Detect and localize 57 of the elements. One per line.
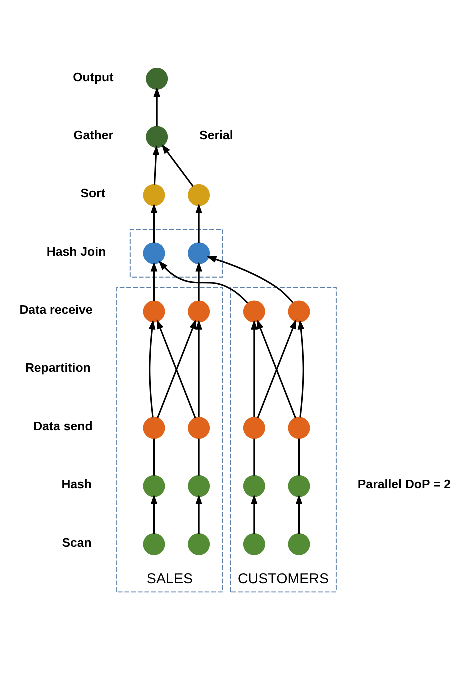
arrow xyxy=(148,319,156,418)
node-circle xyxy=(143,242,166,264)
arrow xyxy=(150,494,158,534)
arrow xyxy=(158,260,248,304)
label: Repartition xyxy=(25,360,91,375)
label: Sort xyxy=(80,186,106,200)
arrow xyxy=(150,203,158,243)
arrow xyxy=(296,494,303,534)
arrow xyxy=(251,494,258,534)
label: Data send xyxy=(34,418,93,433)
node-circle xyxy=(188,416,210,439)
connector xyxy=(254,438,256,476)
cluster: SALES xyxy=(116,286,224,592)
node-circle xyxy=(188,474,210,497)
arrow xyxy=(206,256,294,303)
arrow xyxy=(196,320,202,417)
node-circle xyxy=(288,416,310,439)
node-circle xyxy=(288,533,310,555)
node-circle xyxy=(188,184,210,206)
node-circle xyxy=(243,533,266,555)
label: Scan xyxy=(62,535,92,550)
node-circle xyxy=(146,126,168,148)
arrow xyxy=(298,319,305,418)
connector xyxy=(153,438,155,476)
arrow xyxy=(162,144,194,187)
node-circle xyxy=(243,474,266,497)
connector xyxy=(298,438,300,476)
label: Hash Join xyxy=(46,244,106,258)
node-circle xyxy=(143,474,166,497)
node-circle xyxy=(243,416,266,439)
node-circle xyxy=(188,533,210,555)
connector xyxy=(198,438,200,476)
arrow xyxy=(152,145,160,184)
cluster: CUSTOMERS xyxy=(230,286,337,592)
node-circle xyxy=(143,416,166,439)
node-circle xyxy=(288,300,310,322)
arrow xyxy=(196,494,202,534)
node-circle xyxy=(188,300,210,322)
node-circle xyxy=(146,68,168,90)
node-circle xyxy=(188,242,210,264)
node-circle xyxy=(143,184,166,206)
arrow xyxy=(251,320,258,417)
label: Hash xyxy=(62,477,92,492)
node-circle xyxy=(288,474,310,497)
label: Parallel DoP = 2 xyxy=(358,477,452,492)
node-circle xyxy=(143,300,166,322)
node-circle xyxy=(243,300,266,322)
label: Data receive xyxy=(20,302,93,317)
arrow xyxy=(196,203,202,243)
label: Output xyxy=(73,70,114,84)
label: Serial xyxy=(200,128,234,142)
label: Gather xyxy=(74,128,114,142)
cluster xyxy=(130,228,224,278)
arrow xyxy=(196,261,202,301)
node-circle xyxy=(143,533,166,555)
arrow xyxy=(150,261,158,301)
arrow xyxy=(154,86,161,126)
